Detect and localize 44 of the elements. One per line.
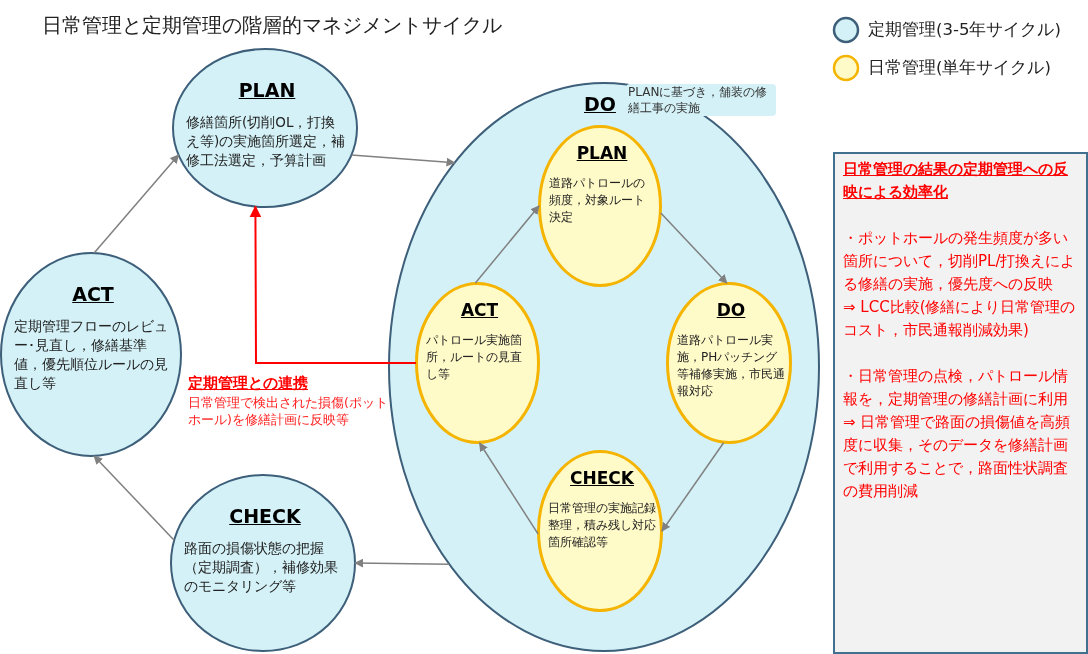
phase-ellipse bbox=[170, 474, 356, 652]
phase-ellipse bbox=[0, 252, 182, 457]
phase-heading: PLAN bbox=[238, 78, 296, 103]
arrow bbox=[249, 205, 417, 364]
panel-heading: 日常管理の結果の定期管理への反映による効率化 bbox=[843, 159, 1069, 203]
phase-heading: DO bbox=[584, 92, 616, 117]
link-description: 日常管理で検出された損傷(ポットホール)を修繕計画に反映等 bbox=[188, 394, 389, 428]
phase-description: PLANに基づき，舗装の修繕工事の実施 bbox=[626, 84, 776, 116]
phase-description: 修繕箇所(切削OL，打換え等)の実施箇所選定，補修工法選定，予算計画 bbox=[186, 112, 347, 170]
cycle-ellipse bbox=[388, 82, 820, 652]
phase-description: 道路パトロール実施，PHパッチング等補修実施，市民通報対応 bbox=[677, 331, 785, 400]
phase-ellipse bbox=[666, 282, 792, 444]
note-panel bbox=[833, 152, 1088, 654]
legend-label: 定期管理(3-5年サイクル) bbox=[868, 18, 1061, 41]
panel-text: ・ポットホールの発生頻度が多い箇所について，切削PL/打換えによる修繕の実施，優先度への反映 bbox=[843, 228, 1077, 295]
arrow bbox=[478, 442, 539, 535]
phase-ellipse bbox=[538, 125, 662, 287]
phase-description: 定期管理フローのレビュー･見直し，修繕基準値，優先順位ルールの見直し等 bbox=[14, 316, 169, 393]
phase-description: 道路パトロールの頻度，対象ルート決定 bbox=[549, 174, 646, 226]
phase-ellipse bbox=[172, 48, 358, 208]
arrow bbox=[474, 205, 540, 284]
legend-label: 日常管理(単年サイクル) bbox=[868, 56, 1051, 79]
phase-description: パトロール実施箇所，ルートの見直し等 bbox=[426, 331, 523, 383]
phase-heading: PLAN bbox=[576, 142, 628, 165]
phase-heading: ACT bbox=[460, 299, 499, 322]
phase-heading: CHECK bbox=[229, 504, 301, 529]
phase-heading: CHECK bbox=[570, 467, 634, 490]
phase-description: 日常管理の実施記録整理，積み残し対応箇所確認等 bbox=[548, 499, 656, 551]
link-heading: 定期管理との連携 bbox=[188, 373, 309, 394]
panel-text: ⇒ 日常管理で路面の損傷値を高頻度に収集，そのデータを修繕計画で利用することで，路面性状調査の費用削減 bbox=[843, 412, 1072, 502]
phase-ellipse bbox=[415, 282, 540, 444]
arrow bbox=[661, 441, 725, 532]
panel-text: ⇒ LCC比較(修繕により日常管理のコスト，市民通報削減効果) bbox=[843, 297, 1077, 341]
arrow bbox=[93, 455, 175, 541]
arrow bbox=[354, 558, 451, 568]
phase-description: 路面の損傷状態の把握（定期調査），補修効果のモニタリング等 bbox=[184, 538, 339, 596]
arrow bbox=[660, 212, 728, 284]
arrow bbox=[350, 154, 456, 167]
phase-heading: ACT bbox=[72, 282, 114, 307]
diagram-title: 日常管理と定期管理の階層的マネジメントサイクル bbox=[42, 12, 502, 39]
panel-text: ・日常管理の点検，パトロール情報を，定期管理の修繕計画に利用 bbox=[843, 366, 1069, 410]
phase-heading: DO bbox=[716, 299, 746, 322]
phase-ellipse bbox=[537, 450, 663, 612]
arrow bbox=[93, 154, 180, 254]
